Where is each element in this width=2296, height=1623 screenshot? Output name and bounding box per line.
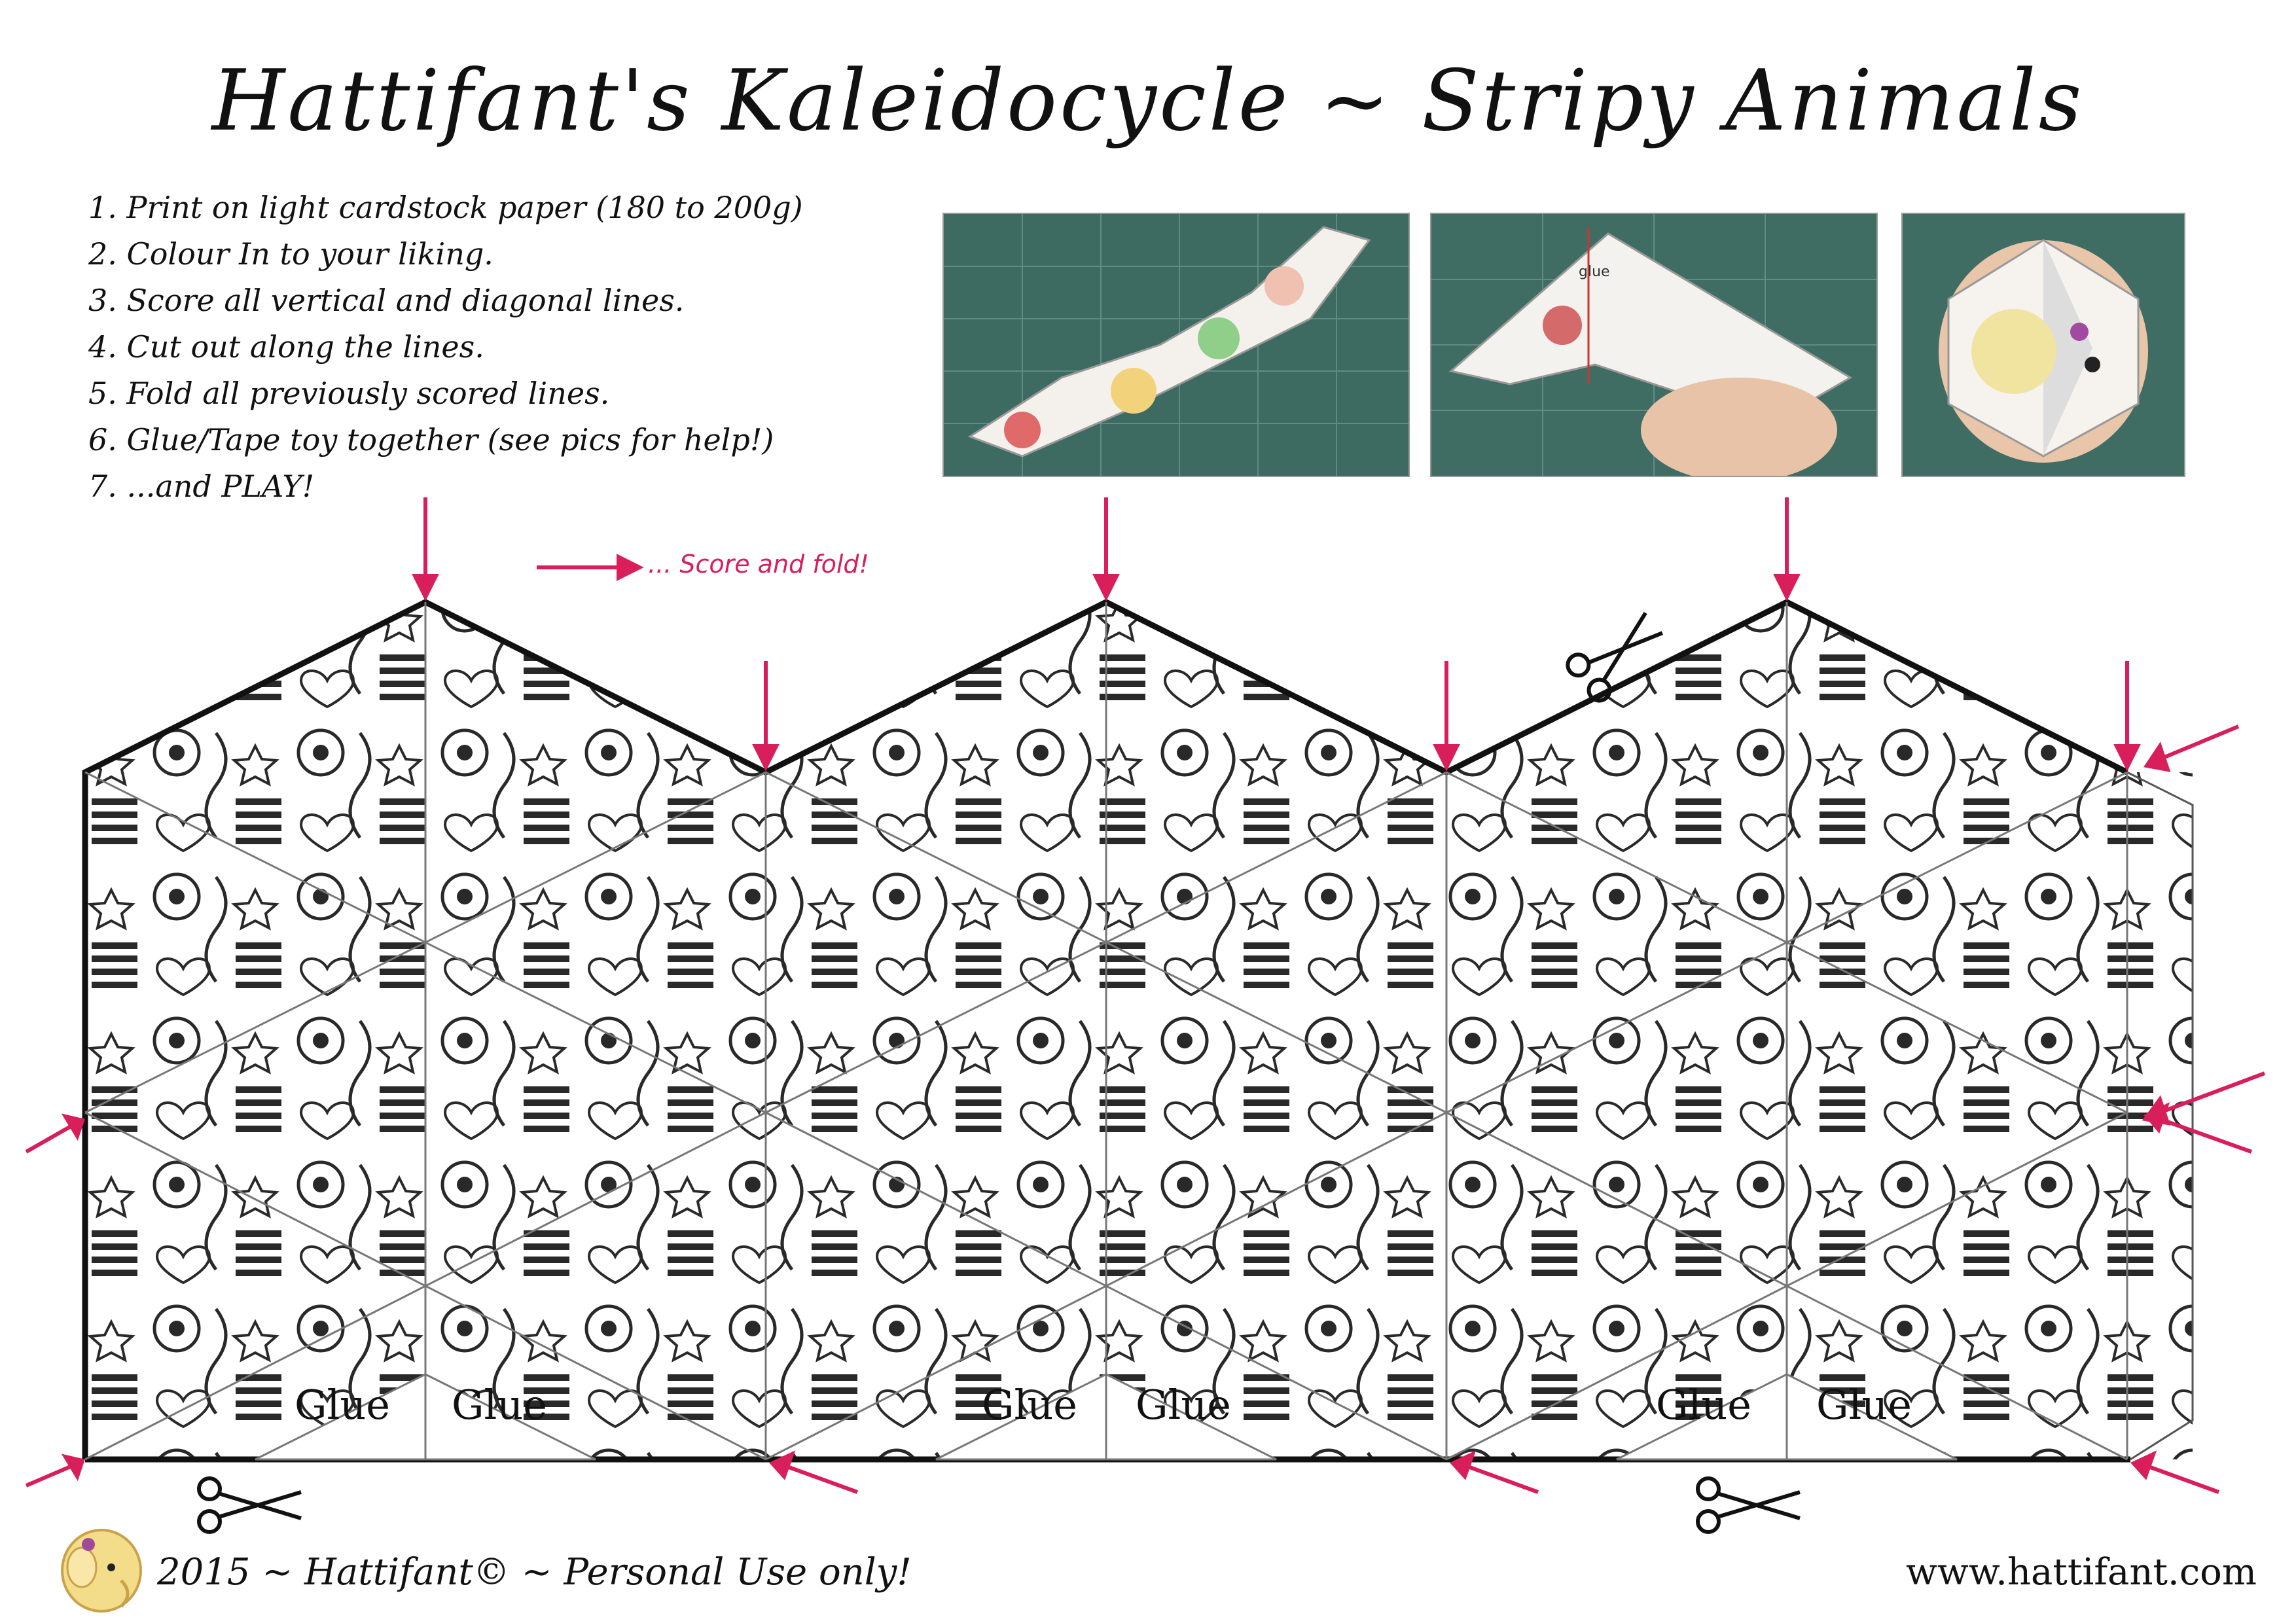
- arrow-icon: [2130, 1450, 2157, 1480]
- instruction-step: 2. Colour In to your liking.: [88, 236, 493, 272]
- glue-label: Glue: [295, 1381, 390, 1429]
- photo-folding-unit: glue: [1430, 213, 1878, 477]
- footer-website-link[interactable]: www.hattifant.com: [1906, 1551, 2257, 1594]
- instruction-step: 3. Score all vertical and diagonal lines…: [88, 283, 685, 318]
- glue-label: Glue: [1136, 1381, 1231, 1429]
- instruction-step: 7. ...and PLAY!: [88, 469, 315, 504]
- elephant-logo-icon: [61, 1529, 142, 1613]
- score-lines: [84, 602, 2128, 1461]
- arrow-icon: [61, 1454, 85, 1482]
- scissors-icon: [1566, 611, 1664, 703]
- instruction-step: 4. Cut out along the lines.: [88, 329, 484, 365]
- arrow-icon: [1092, 574, 1120, 601]
- scissors-icon: [197, 1476, 302, 1534]
- glue-label: Glue: [1656, 1381, 1751, 1429]
- instruction-step: 6. Glue/Tape toy together (see pics for …: [88, 422, 774, 457]
- page-title: Hattifant's Kaleidocycle ~ Stripy Animal…: [211, 52, 2085, 150]
- arrow-icon: [61, 1113, 85, 1141]
- scissors-icon: [1696, 1476, 1801, 1534]
- photo-glue-label: glue: [1579, 264, 1610, 280]
- arrow-icon: [752, 744, 780, 772]
- arrow-icon: [769, 1450, 796, 1480]
- arrow-icon: [1773, 574, 1801, 601]
- footer-copyright: 2015 ~ Hattifant© ~ Personal Use only!: [157, 1551, 912, 1594]
- arrow-icon: [1433, 744, 1460, 772]
- photo-assembled-toy: [1901, 213, 2185, 477]
- instruction-step: 1. Print on light cardstock paper (180 t…: [88, 190, 803, 225]
- score-fold-hint: ... Score and fold!: [648, 550, 869, 579]
- instructions-list: 1. Print on light cardstock paper (180 t…: [88, 185, 803, 510]
- arrow-icon: [2144, 1102, 2170, 1133]
- arrow-icon: [1450, 1450, 1477, 1480]
- arrow-icon: [2143, 741, 2171, 772]
- fold-arrows: [25, 497, 2266, 1494]
- glue-label: Glue: [452, 1381, 547, 1429]
- arrow-icon: [412, 574, 439, 601]
- glue-label: Glue: [1816, 1381, 1912, 1429]
- arrow-icon: [617, 554, 644, 581]
- instruction-step: 5. Fold all previously scored lines.: [88, 376, 610, 411]
- glue-label: Glue: [982, 1381, 1077, 1429]
- arrow-icon: [2113, 744, 2141, 772]
- photo-flat-strip: [942, 213, 1410, 477]
